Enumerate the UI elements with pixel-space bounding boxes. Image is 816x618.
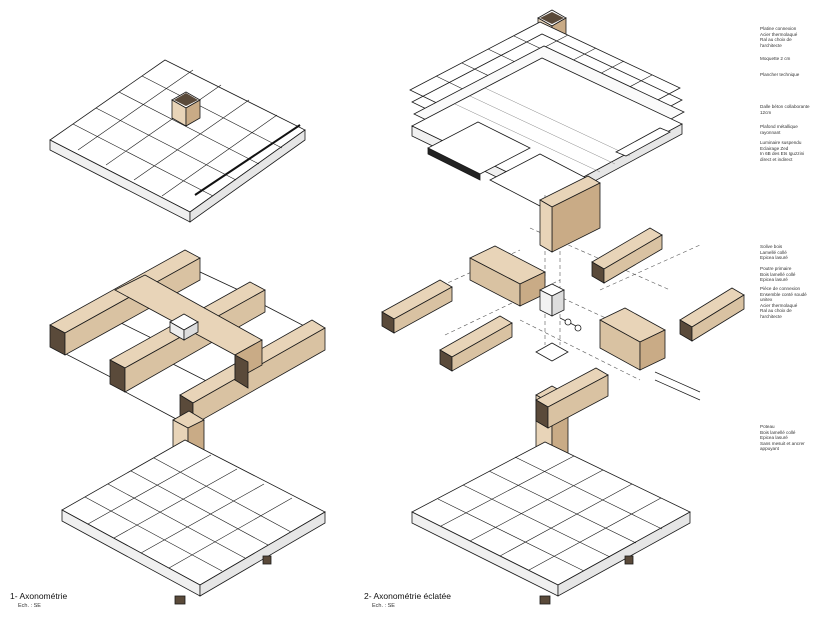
annotation-connection-plate: Platine connexion Acier thermolaqué Ral … <box>760 26 798 48</box>
annotation-technical-floor: Plancher technique <box>760 72 800 77</box>
view-2-exploded <box>381 9 745 605</box>
annotation-joist: Solive bois Lamellé collé Epicea lasuré <box>760 244 788 261</box>
beam-structure-1 <box>49 249 326 426</box>
annotation-carpet: Moquette 2 cm <box>760 56 791 61</box>
annotation-column: Poteau Bois lamellé collé Epicea lasuré … <box>760 424 805 452</box>
ceiling-slab-1 <box>49 59 306 223</box>
view-1-scale: Ech. : SE <box>18 603 41 609</box>
annotation-connector: Pièce de connexion Ensemble conté soudé … <box>760 286 807 319</box>
floor-slab-2 <box>411 441 691 605</box>
beams-exploded-2 <box>381 175 745 401</box>
view-2-title: 2- Axonométrie éclatée <box>364 591 451 601</box>
view-2-scale: Ech. : SE <box>372 603 395 609</box>
radiant-ceiling-2 <box>427 121 671 207</box>
view-1-assembled <box>49 59 326 605</box>
annotation-concrete-slab: Dalle béton collaborante 12cm <box>760 104 810 115</box>
view-1-title: 1- Axonométrie <box>10 591 68 601</box>
annotation-luminaire: Luminaire suspendu Eclairage Zed In 6B d… <box>760 140 805 162</box>
annotation-radiant-ceiling: Plafond métallique rayonnant <box>760 124 798 135</box>
ceiling-tile-grid-1 <box>72 69 283 197</box>
floor-slab-1 <box>61 439 326 605</box>
annotation-primary-beam: Poutre primaire Bois lamellé collé Epice… <box>760 266 796 283</box>
